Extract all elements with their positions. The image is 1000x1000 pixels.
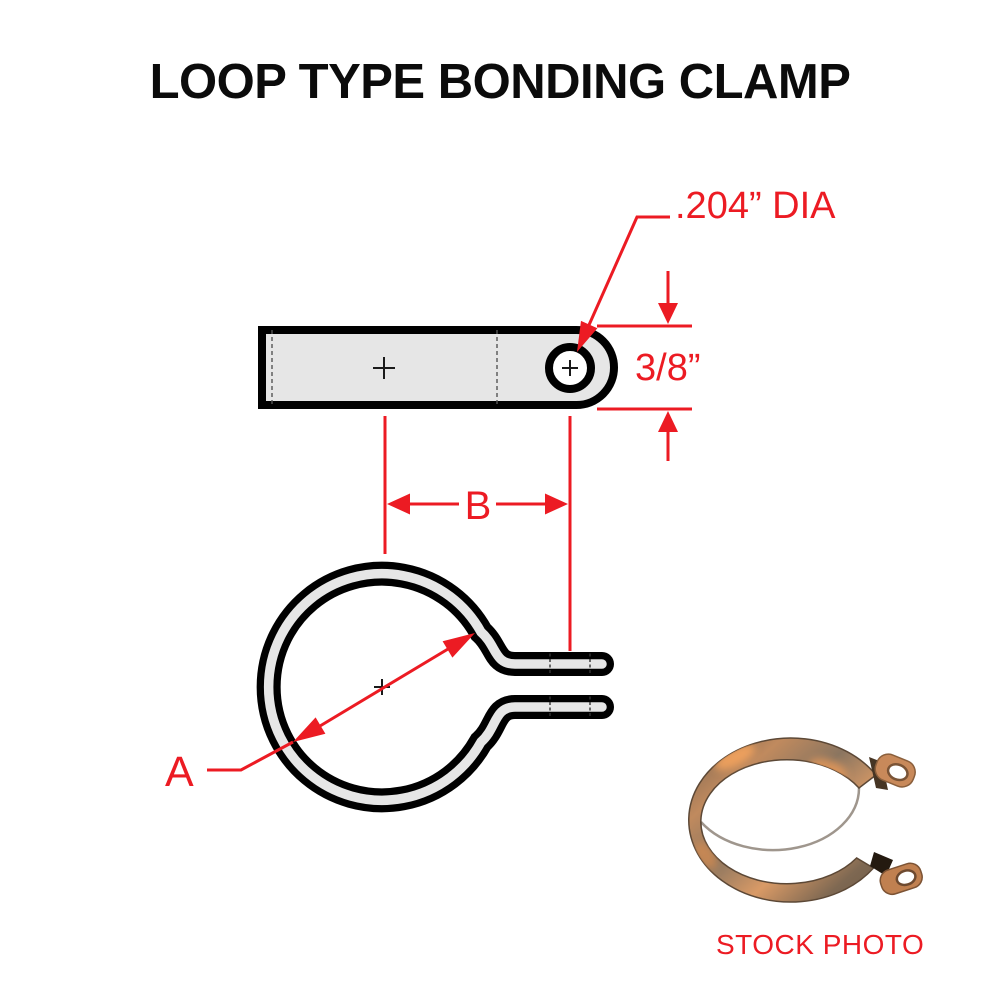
photo-lower-tab xyxy=(879,862,923,896)
dim-strap-width xyxy=(597,271,692,461)
strap-top-view xyxy=(258,326,618,409)
page-title: LOOP TYPE BONDING CLAMP xyxy=(149,55,851,109)
hole-dia-label: .204” DIA xyxy=(675,185,836,227)
loop-front-view xyxy=(256,561,614,813)
photo-inner-edge xyxy=(700,787,861,852)
a-lower-arrowhead xyxy=(293,717,326,742)
strap-width-label: 3/8” xyxy=(635,347,701,389)
dim-b xyxy=(383,416,572,651)
dim-hole-leader xyxy=(577,215,670,352)
photo-upper-tab xyxy=(874,753,916,788)
b-right-arrowhead xyxy=(545,493,568,515)
up-arrowhead xyxy=(658,411,678,432)
strap-bend-lines xyxy=(271,330,498,405)
loop-band-core xyxy=(263,568,607,806)
strap-center-mark xyxy=(373,357,395,379)
dim-a-label: A xyxy=(165,748,194,796)
stock-photo-caption: STOCK PHOTO xyxy=(716,929,925,960)
dim-b-label: B xyxy=(464,484,492,528)
photo-lower-eyelet xyxy=(895,869,917,887)
down-arrowhead xyxy=(658,303,678,324)
loop-band-outline xyxy=(256,561,614,813)
leader-arrowhead xyxy=(577,320,598,352)
hole-center-mark xyxy=(562,360,578,376)
photo-upper-eyelet xyxy=(886,762,909,782)
dim-a xyxy=(207,633,475,772)
b-left-arrowhead xyxy=(387,493,410,515)
stock-photo xyxy=(688,737,923,903)
a-upper-arrowhead xyxy=(442,633,475,658)
tail-bend-lines xyxy=(549,653,591,719)
